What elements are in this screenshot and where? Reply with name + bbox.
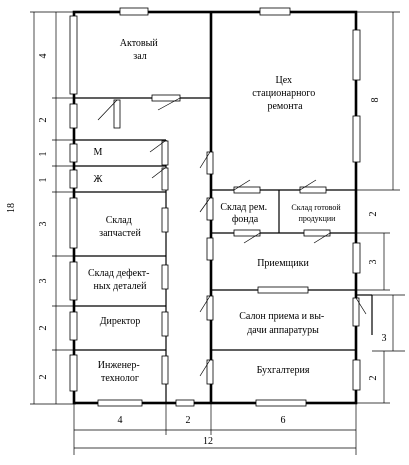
label-engineer: Инженер- технолог bbox=[98, 360, 142, 384]
label-assembly-hall: Актовый зал bbox=[120, 38, 160, 62]
dim-right-receivers: 3 bbox=[368, 260, 379, 265]
dim-right-storage: 2 bbox=[368, 212, 379, 217]
label-defective-parts: Склад дефект- ных деталей bbox=[88, 268, 152, 292]
dim-left-defect: 3 bbox=[38, 279, 49, 284]
label-repair-shop: Цех стационарного ремонта bbox=[252, 75, 318, 112]
dim-left-spare: 3 bbox=[38, 222, 49, 227]
room-labels: Актовый зал Цех стационарного ремонта М … bbox=[88, 38, 342, 384]
dim-right-shop: 8 bbox=[370, 98, 381, 103]
label-finished-goods: Склад готовой продукции bbox=[291, 203, 342, 223]
label-repair-stock: Склад рем. фонда bbox=[220, 202, 269, 225]
dim-left-total: 18 bbox=[6, 203, 17, 213]
dim-right-accounting: 2 bbox=[368, 376, 379, 381]
dim-left-engineer: 2 bbox=[38, 375, 49, 380]
left-dimension-chain: 18 4 2 1 1 3 3 2 2 bbox=[6, 11, 76, 405]
dim-left-director: 2 bbox=[38, 326, 49, 331]
dim-bottom-right: 6 bbox=[281, 415, 286, 426]
label-receivers: Приемщики bbox=[257, 258, 309, 269]
dim-bottom-total: 12 bbox=[203, 436, 213, 447]
label-accounting: Бухгалтерия bbox=[257, 365, 310, 376]
entrance-porch bbox=[356, 294, 373, 335]
label-spare-parts: Склад запчастей bbox=[99, 215, 141, 239]
label-room-zh: Ж bbox=[94, 174, 103, 185]
right-dimension-chain: 8 2 3 3 2 bbox=[356, 11, 405, 404]
label-room-m: М bbox=[94, 147, 103, 158]
bottom-dimension-chain: 4 2 6 12 bbox=[73, 404, 357, 455]
label-director: Директор bbox=[100, 316, 141, 327]
dim-left-zh: 1 bbox=[38, 178, 49, 183]
windows bbox=[69, 7, 361, 407]
dim-right-porch: 3 bbox=[382, 333, 387, 344]
label-reception-salon: Салон приема и вы- дачи аппаратуры bbox=[239, 311, 327, 336]
dim-bottom-corridor: 2 bbox=[186, 415, 191, 426]
dim-left-corridor: 2 bbox=[38, 118, 49, 123]
doors bbox=[97, 94, 367, 385]
dim-left-assembly: 4 bbox=[38, 54, 49, 59]
dim-left-m: 1 bbox=[38, 152, 49, 157]
dim-bottom-left: 4 bbox=[118, 415, 123, 426]
